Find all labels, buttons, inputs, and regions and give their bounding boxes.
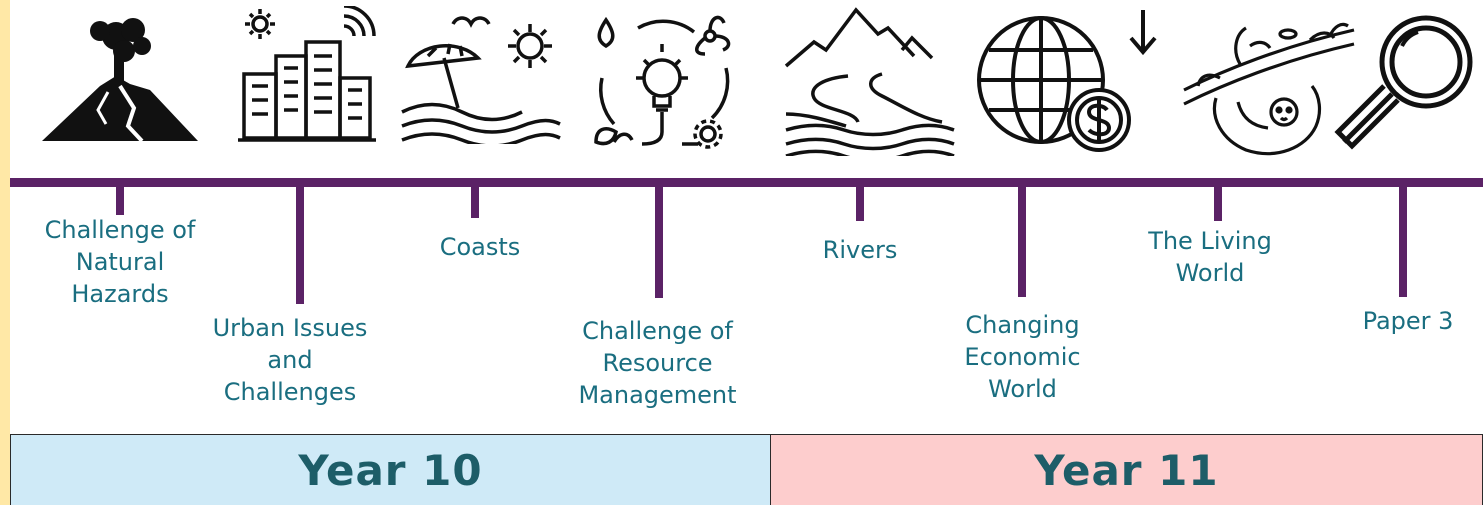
lightbulb-resources-icon xyxy=(590,6,740,156)
timeline-bar xyxy=(10,178,1483,187)
tick-urban-issues xyxy=(296,178,304,304)
topic-label-rivers: Rivers xyxy=(822,236,898,264)
year11-band: Year 11 xyxy=(770,434,1483,505)
tick-natural-hazards xyxy=(116,178,124,215)
tick-resource-management xyxy=(655,178,663,298)
tick-rivers xyxy=(856,178,864,221)
topic-label-natural-hazards: Challenge of Natural Hazards xyxy=(44,216,196,308)
tick-economic-world xyxy=(1018,178,1026,297)
year11-label: Year 11 xyxy=(1034,445,1219,495)
tick-living-world xyxy=(1214,178,1222,221)
year10-label: Year 10 xyxy=(298,445,483,495)
topic-label-living-world: The Living World xyxy=(1148,227,1272,287)
topic-label-economic-world: Changing Economic World xyxy=(964,311,1081,403)
topic-label-urban-issues: Urban Issues and Challenges xyxy=(212,314,368,406)
topic-label-coasts: Coasts xyxy=(439,233,521,261)
magnifying-glass-icon xyxy=(1332,6,1482,156)
mountain-river-icon xyxy=(782,6,957,156)
sloth-branch-icon xyxy=(1180,6,1360,156)
city-buildings-icon xyxy=(232,6,382,144)
beach-umbrella-sun-icon xyxy=(398,6,563,144)
year10-band: Year 10 xyxy=(10,434,771,505)
tick-coasts xyxy=(471,178,479,218)
topic-label-paper-3: Paper 3 xyxy=(1362,307,1454,335)
tick-paper-3 xyxy=(1399,178,1407,297)
volcano-icon xyxy=(38,6,203,144)
left-accent-strip xyxy=(0,0,10,505)
globe-dollar-icon xyxy=(975,6,1165,156)
topic-label-resource-management: Challenge of Resource Management xyxy=(578,317,737,409)
